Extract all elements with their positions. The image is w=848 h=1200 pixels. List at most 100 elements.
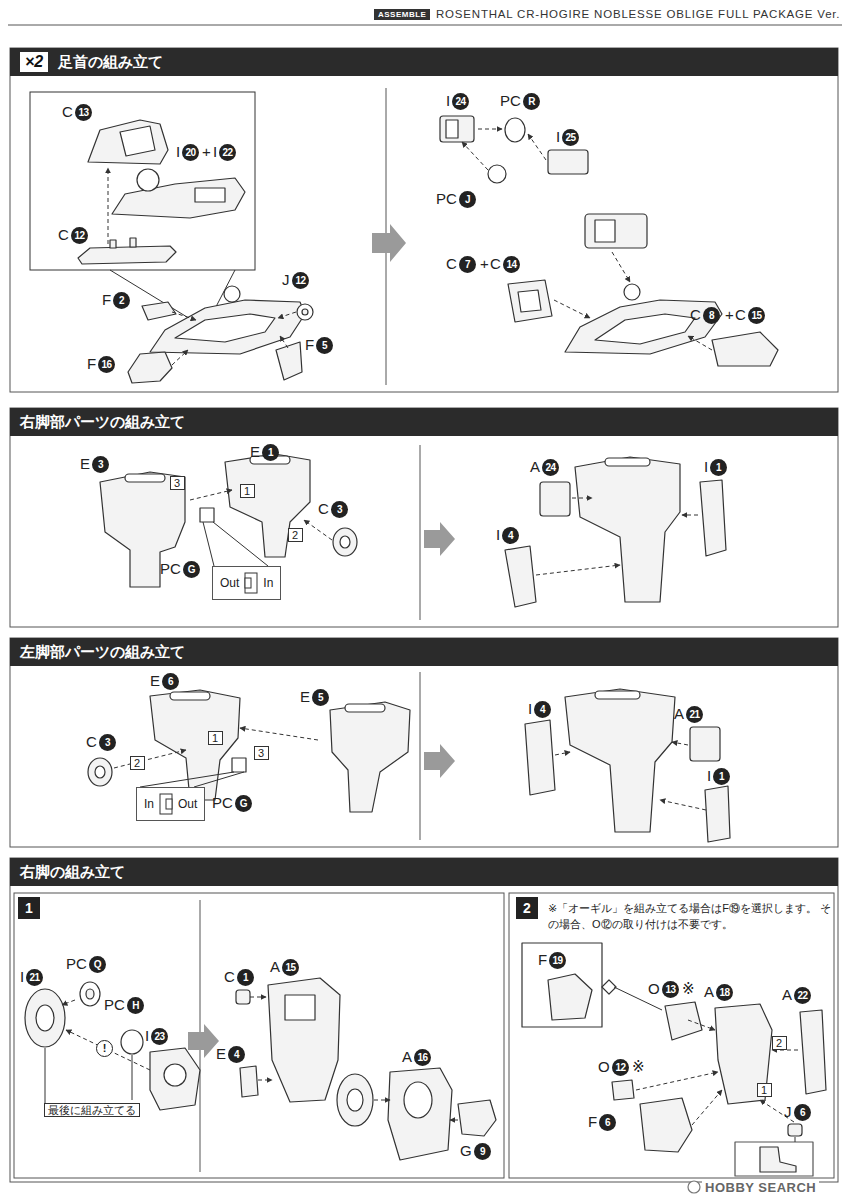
callout-number: 2 <box>113 292 130 309</box>
callout-number: 18 <box>716 984 733 1001</box>
callout-number: 6 <box>599 1114 616 1131</box>
callout-number: 23 <box>151 1028 168 1045</box>
section-header: 右脚の組み立て <box>10 858 838 886</box>
callout-number: 1 <box>237 969 254 986</box>
step-badge: 1 <box>18 897 40 919</box>
part-letter: C <box>318 500 329 518</box>
direction-text: In <box>263 576 273 590</box>
section-title: 足首の組み立て <box>58 53 163 72</box>
part-letter: A <box>270 958 280 976</box>
callout-number: 6 <box>794 1104 811 1121</box>
callout-number: G <box>183 561 200 578</box>
section-header: 右脚部パーツの組み立て <box>10 408 838 436</box>
part-letter: PC <box>66 955 87 973</box>
part-letter: J <box>282 271 290 289</box>
symbol-text: ※ <box>632 1058 645 1076</box>
part-letter: I <box>528 700 532 718</box>
part-letter: I <box>707 767 711 785</box>
callout-number: 15 <box>282 959 299 976</box>
callout-number: 12 <box>71 227 88 244</box>
part-letter: E <box>250 443 260 461</box>
part-letter: F <box>305 336 314 354</box>
part-letter: I <box>145 1027 149 1045</box>
part-letter: I <box>556 128 560 146</box>
part-letter: F <box>588 1113 597 1131</box>
callout-number: J <box>459 191 476 208</box>
step-box: 3 <box>254 746 269 760</box>
part-letter: F <box>538 951 547 969</box>
callout-number: 3 <box>92 456 109 473</box>
callout-number: 5 <box>316 337 333 354</box>
callout-number: 22 <box>219 144 236 161</box>
callout-number: 5 <box>312 689 329 706</box>
callout-number: 4 <box>228 1046 245 1063</box>
part-letter: E <box>80 455 90 473</box>
box-text: 3 <box>174 477 180 489</box>
part-letter: C <box>735 306 746 324</box>
caution-circle: ! <box>96 1040 113 1057</box>
header-tag: ASSEMBLE <box>374 9 430 20</box>
box-text: 最後に組み立てる <box>48 1104 136 1116</box>
step-box: 1 <box>240 484 255 498</box>
callout-number: 12 <box>612 1059 629 1076</box>
part-letter: E <box>150 672 160 690</box>
callout-number: 1 <box>713 768 730 785</box>
callout-number: 19 <box>549 952 566 969</box>
part-letter: I <box>213 143 217 161</box>
part-letter: I <box>20 968 24 986</box>
part-letter: A <box>530 458 540 476</box>
part-letter: J <box>784 1103 792 1121</box>
callout-number: 24 <box>452 93 469 110</box>
callout-number: H <box>127 997 144 1014</box>
symbol-text: ※ <box>682 980 695 998</box>
section-title: 右脚部パーツの組み立て <box>20 413 185 432</box>
callout-number: 4 <box>534 701 551 718</box>
part-letter: G <box>460 1142 472 1160</box>
callout-number: 21 <box>686 706 703 723</box>
symbol-text: + <box>480 255 489 273</box>
box-text: 1 <box>244 485 250 497</box>
box-text: 2 <box>134 757 140 769</box>
callout-number: 21 <box>26 969 43 986</box>
part-letter: O <box>648 980 660 998</box>
quantity-badge: ×2 <box>20 52 48 72</box>
part-letter: A <box>704 983 714 1001</box>
section-title: 左脚部パーツの組み立て <box>20 643 185 662</box>
part-letter: PC <box>104 996 125 1014</box>
part-letter: PC <box>500 92 521 110</box>
callout-number: 4 <box>502 527 519 544</box>
callout-number: R <box>523 93 540 110</box>
step-box: 2 <box>288 528 303 542</box>
box-text: 2 <box>776 1037 782 1049</box>
callout-number: 7 <box>459 256 476 273</box>
part-letter: PC <box>212 794 233 812</box>
section-header: 左脚部パーツの組み立て <box>10 638 838 666</box>
part-letter: C <box>86 733 97 751</box>
box-text: 3 <box>258 747 264 759</box>
step-badge: 2 <box>516 897 538 919</box>
step-box: 2 <box>772 1036 787 1050</box>
callout-number: 3 <box>331 501 348 518</box>
part-letter: I <box>446 92 450 110</box>
part-letter: F <box>102 291 111 309</box>
symbol-text: + <box>725 306 734 324</box>
callout-number: 12 <box>292 272 309 289</box>
callout-number: 14 <box>503 256 520 273</box>
part-letter: C <box>446 255 457 273</box>
callout-number: 3 <box>99 734 116 751</box>
part-letter: PC <box>436 190 457 208</box>
box-text: 1 <box>25 900 33 916</box>
callout-number: 22 <box>794 987 811 1004</box>
box-text: ! <box>103 1042 107 1054</box>
section-title: 右脚の組み立て <box>20 863 125 882</box>
box-text: 1 <box>761 1084 767 1096</box>
callout-number: G <box>235 795 252 812</box>
part-letter: C <box>224 968 235 986</box>
direction-text: Out <box>220 576 239 590</box>
direction-text: Out <box>178 797 197 811</box>
part-letter: I <box>176 143 180 161</box>
callout-number: 24 <box>542 459 559 476</box>
box-text: 1 <box>212 732 218 744</box>
